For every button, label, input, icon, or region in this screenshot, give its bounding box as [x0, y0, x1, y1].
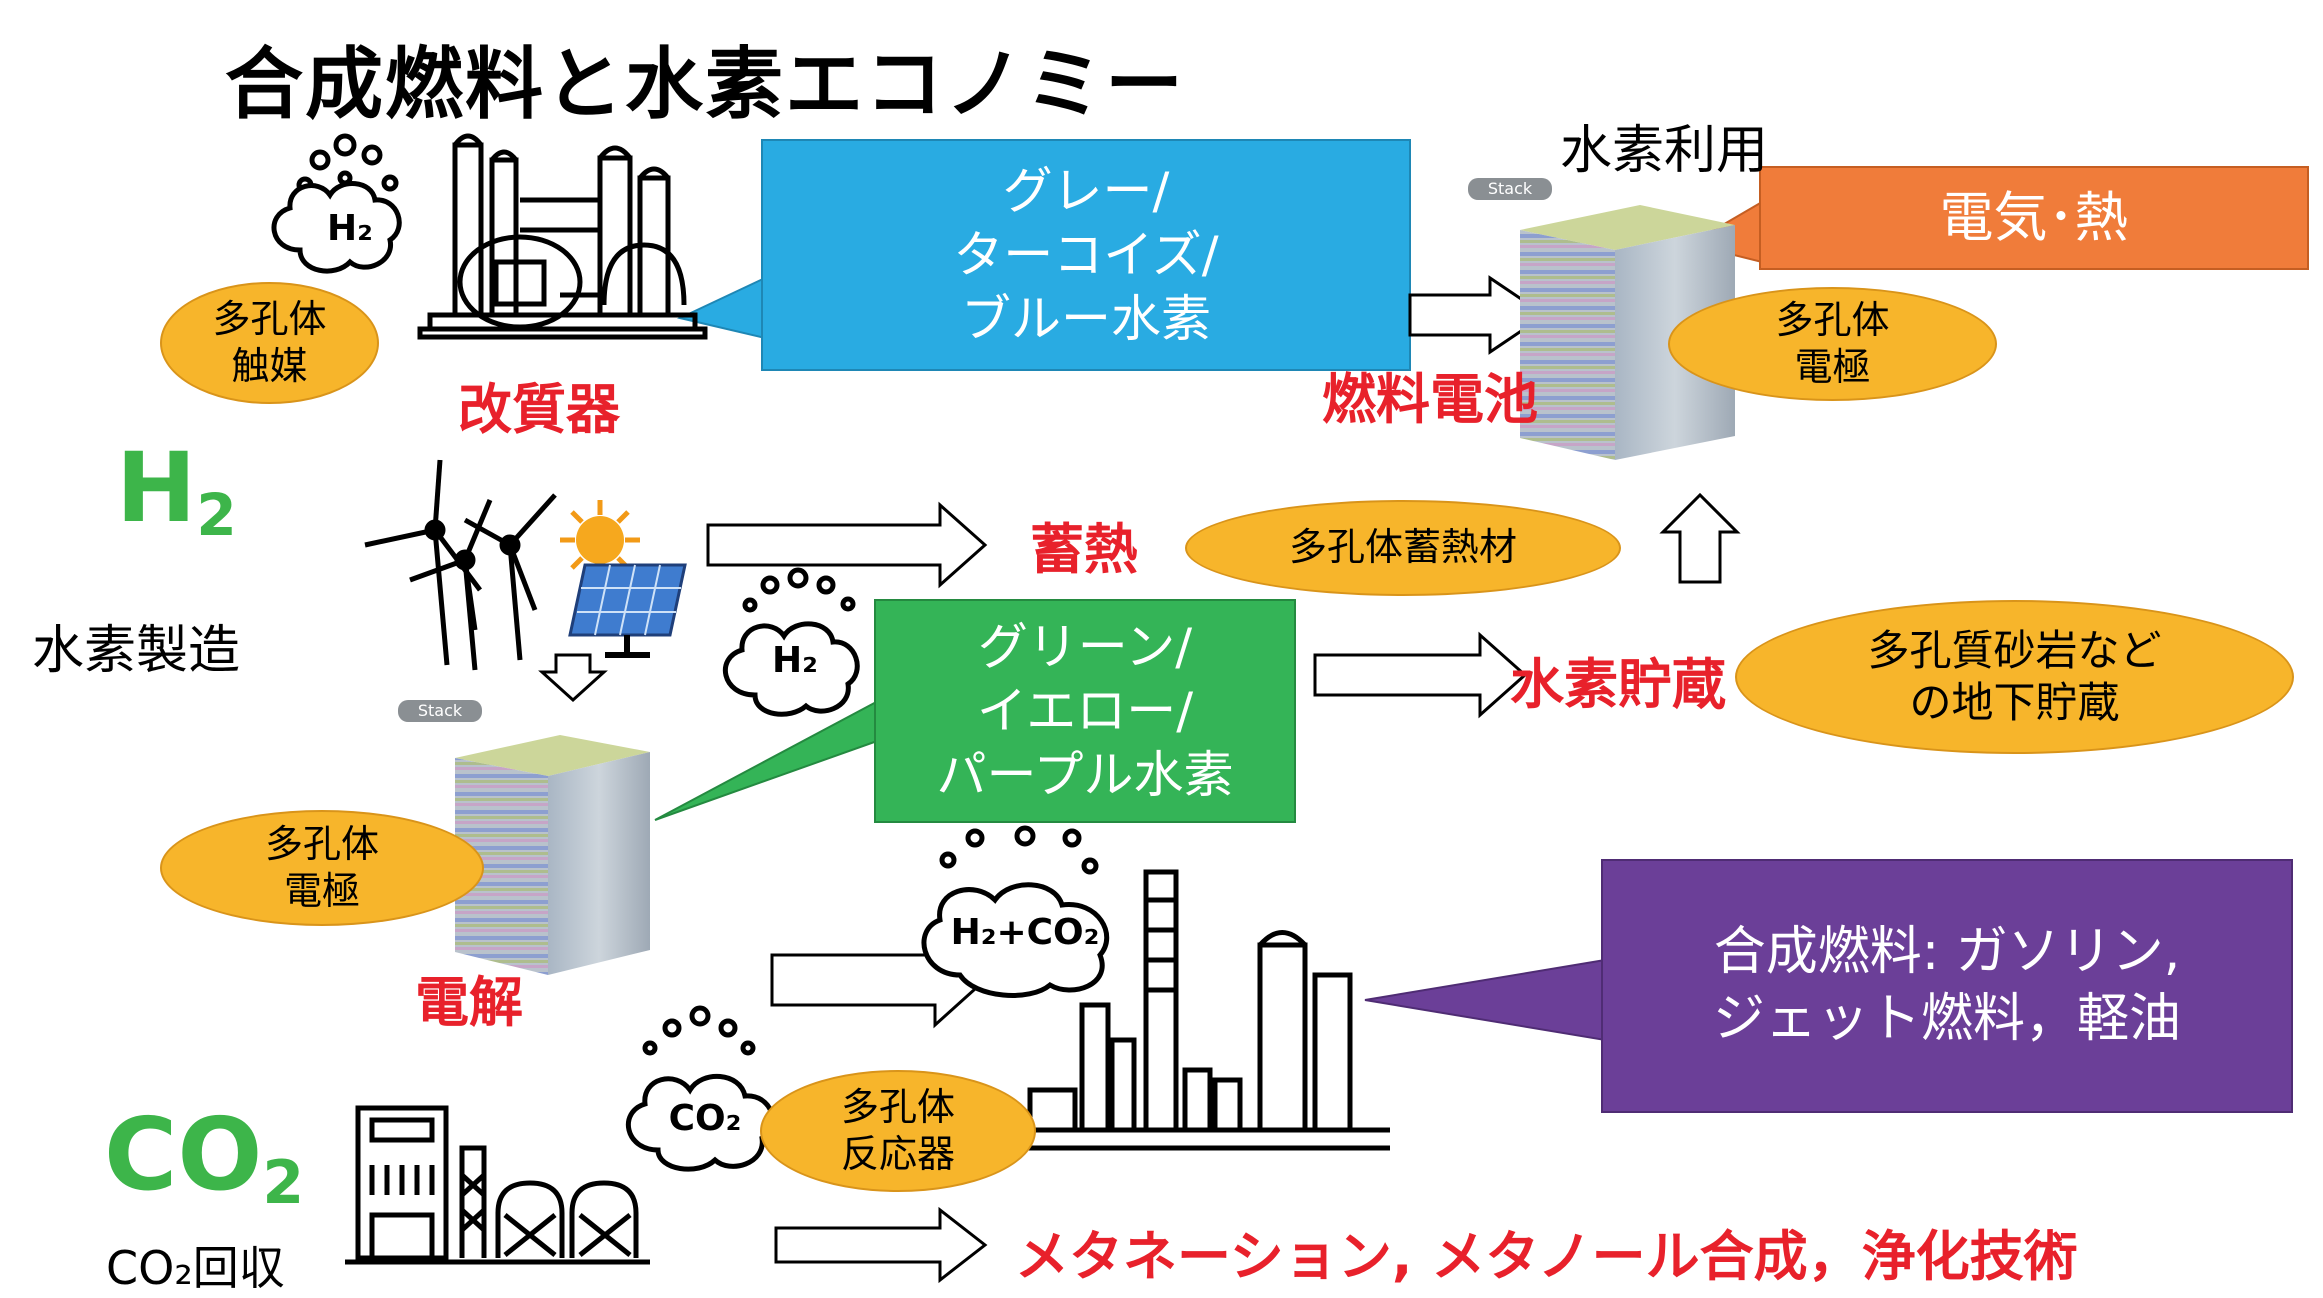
label-co2-capture: CO₂回収 [106, 1241, 285, 1295]
label-hydrogen-use: 水素利用 [1560, 121, 1769, 181]
callout-grey-hydrogen-text: グレー/ ターコイズ/ ブルー水素 [953, 162, 1219, 348]
oval-porous-electrode-bottom: 多孔体 電極 [160, 810, 484, 926]
hydrogen-cloud-icon [722, 567, 860, 717]
co2-cloud-label: CO₂ [668, 1098, 742, 1139]
arrow-to-heat-storage [706, 501, 988, 589]
arrow-down-to-electrolyzer [538, 653, 608, 703]
label-electrolysis: 電解 [415, 971, 523, 1034]
arrow-to-fuel-cell [1408, 275, 1548, 355]
callout-grey-hydrogen [676, 139, 1411, 371]
power-plant-icon [345, 1105, 650, 1265]
flow-arrows [538, 275, 1741, 1284]
arrow-up-to-fuel-cell [1659, 492, 1741, 584]
h2-cloud-label: H₂ [772, 640, 818, 681]
label-methanation: メタネーション, メタノール合成，浄化技術 [1015, 1225, 2078, 1288]
callout-green-hydrogen-text: グリーン/ イエロー/ パープル水素 [936, 618, 1234, 804]
chemical-plant-icon [1020, 869, 1390, 1151]
label-hydrogen-production: 水素製造 [32, 621, 241, 681]
stack-tag: Stack [417, 701, 463, 720]
oval-porous-electrode-top: 多孔体 電極 [1668, 287, 1997, 401]
label-hydrogen-storage: 水素貯蔵 [1510, 653, 1726, 716]
oval-porous-reactor: 多孔体 反応器 [760, 1070, 1036, 1192]
arrow-to-methanation [774, 1206, 988, 1284]
co2-symbol: CO2 [104, 1096, 305, 1218]
wind-turbine-icon [364, 459, 557, 671]
solar-panel-icon [568, 563, 687, 658]
callout-synthetic-fuel [1364, 859, 2293, 1113]
oval-underground-storage: 多孔質砂岩など の地下貯蔵 [1735, 600, 2294, 754]
page-title: 合成燃料と水素エコノミー [225, 40, 1186, 130]
label-reformer: 改質器 [458, 378, 620, 441]
oval-porous-catalyst: 多孔体 触媒 [160, 282, 379, 404]
hydrogen-cloud-icon [271, 133, 402, 274]
stack-tag: Stack [1487, 179, 1533, 198]
h2-co2-cloud-icon [921, 825, 1110, 998]
stack-icon [1468, 178, 1735, 460]
callout-green-hydrogen [654, 599, 1296, 823]
arrow-to-hydrogen-storage [1313, 631, 1528, 719]
h2-symbol: H2 [116, 432, 237, 549]
refinery-icon [417, 133, 708, 340]
callout-electricity-heat [1687, 166, 2309, 270]
co2-cloud-icon [625, 1005, 775, 1172]
oval-porous-heat-material: 多孔体蓄熱材 [1185, 500, 1621, 596]
label-fuel-cell: 燃料電池 [1322, 368, 1538, 431]
callout-electricity-heat-text: 電気･熱 [1939, 186, 2129, 250]
h2-co2-cloud-label: H₂+CO₂ [950, 912, 1100, 953]
label-heat-storage: 蓄熱 [1030, 518, 1138, 581]
callout-synthetic-fuel-text: 合成燃料: ガソリン, ジェット燃料，軽油 [1712, 922, 2181, 1049]
h2-cloud-label: H₂ [327, 208, 373, 249]
stack-icon [398, 700, 650, 975]
